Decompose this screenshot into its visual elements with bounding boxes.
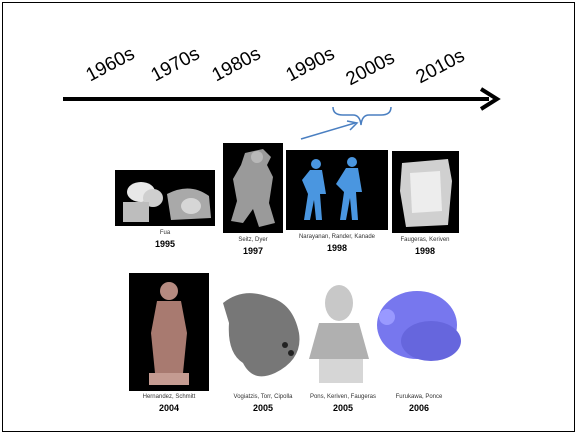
caption-authors-furukawa: Furukawa, Ponce [359, 394, 479, 400]
slide: 1960s 1970s 1980s 1990s 2000s 2010s Fua … [2, 2, 575, 432]
caption-year-furukawa: 2006 [379, 403, 459, 413]
reconstruction-image-furukawa [3, 3, 576, 433]
